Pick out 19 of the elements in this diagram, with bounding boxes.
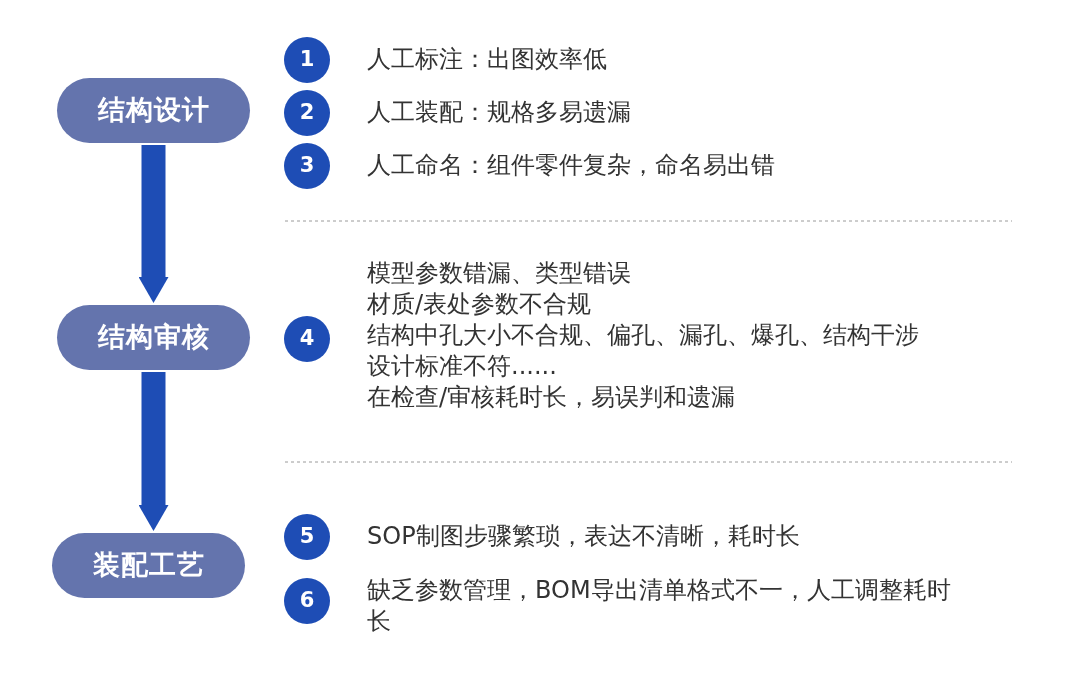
issue-text: 设计标准不符...... bbox=[367, 351, 558, 382]
issue-text: 模型参数错漏、类型错误 bbox=[367, 258, 632, 289]
issue-text: 人工命名：组件零件复杂，命名易出错 bbox=[367, 150, 776, 181]
issue-text: 在检查/审核耗时长，易误判和遗漏 bbox=[367, 382, 737, 413]
issue-text: 结构中孔大小不合规、偏孔、漏孔、爆孔、结构干涉 bbox=[367, 320, 920, 351]
issue-text: 人工装配：规格多易遗漏 bbox=[367, 97, 632, 128]
number-badge: 5 bbox=[284, 514, 330, 560]
stage-pill: 结构审核 bbox=[57, 305, 250, 370]
number-badge: 6 bbox=[284, 578, 330, 624]
issue-text: 人工标注：出图效率低 bbox=[367, 44, 608, 75]
issue-text: 材质/表处参数不合规 bbox=[367, 289, 593, 320]
number-badge: 4 bbox=[284, 316, 330, 362]
issue-text: SOP制图步骤繁琐，表达不清晰，耗时长 bbox=[367, 521, 801, 552]
stage-pill: 装配工艺 bbox=[52, 533, 245, 598]
issue-text: 缺乏参数管理，BOM导出清单格式不一，人工调整耗时长 bbox=[367, 575, 952, 637]
stage-pill: 结构设计 bbox=[57, 78, 250, 143]
number-badge: 2 bbox=[284, 90, 330, 136]
number-badge: 1 bbox=[284, 37, 330, 83]
number-badge: 3 bbox=[284, 143, 330, 189]
